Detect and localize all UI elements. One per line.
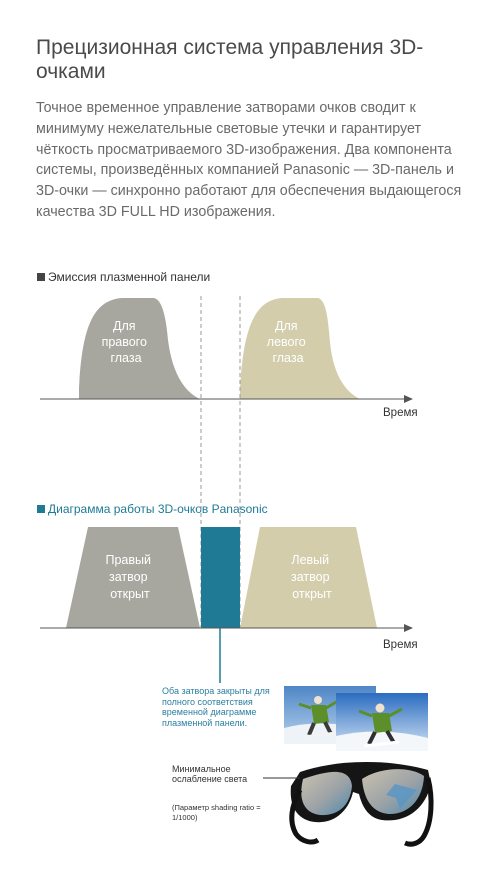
glasses-axis-arrow-icon <box>404 624 413 632</box>
right-shutter-open-pulse <box>66 527 200 628</box>
emission-axis-arrow-icon <box>404 395 413 403</box>
emission-heading: Эмиссия плазменной панели <box>37 270 210 284</box>
light-arrow-icon <box>386 784 417 809</box>
right-shutter-label: Правый затвор открыт <box>106 553 155 601</box>
left-eye-label: Для левого глаза <box>267 319 309 365</box>
3d-glasses-image <box>263 761 434 847</box>
glasses-heading-label: Диаграмма работы 3D-очков Panasonic <box>48 502 268 516</box>
left-shutter-open-pulse <box>240 527 377 628</box>
glasses-time-label: Время <box>383 639 418 651</box>
left-shutter-label: Левый затвор открыт <box>291 553 333 601</box>
glasses-heading: Диаграмма работы 3D-очков Panasonic <box>37 502 268 516</box>
left-eye-emission-pulse <box>240 298 360 399</box>
shutters-closed-note: Оба затвора закрыты для полного соответс… <box>162 686 270 728</box>
skier-photo-front <box>336 693 428 751</box>
emission-time-label: Время <box>383 407 418 419</box>
shading-ratio-label: (Параметр shading ratio = 1/1000) <box>172 803 261 822</box>
intro-paragraph: Точное временное управление затворами оч… <box>36 100 462 220</box>
emission-heading-label: Эмиссия плазменной панели <box>48 270 211 284</box>
both-shutters-closed-block <box>201 527 240 628</box>
min-light-attenuation-label: Минимальное ослабление света <box>172 764 248 784</box>
right-eye-emission-pulse <box>79 298 200 399</box>
page-title: Прецизионная система управления 3D-очкам… <box>36 36 424 83</box>
right-eye-label: Для правого глаза <box>102 319 151 365</box>
bullet-square-icon <box>37 505 45 513</box>
bullet-square-icon <box>37 273 45 281</box>
